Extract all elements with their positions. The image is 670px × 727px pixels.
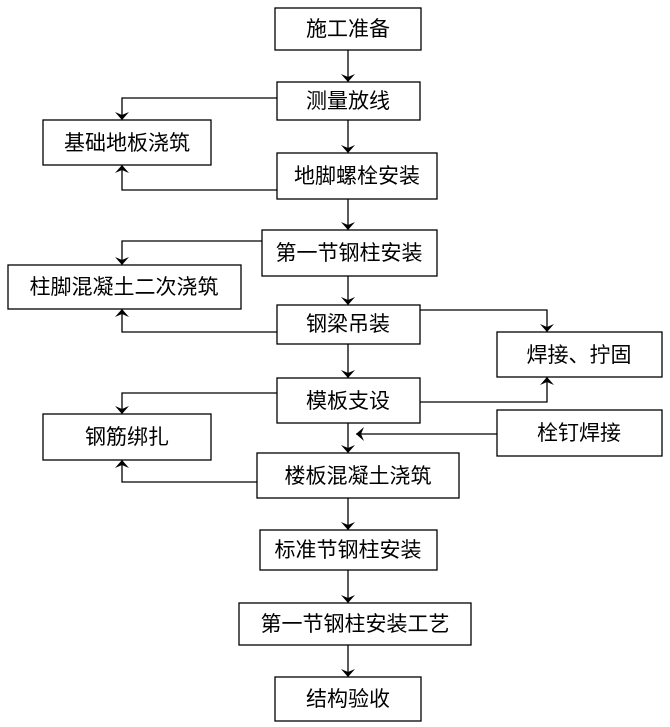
edge-col1-colconcrete xyxy=(115,240,262,265)
edge-formwork-rebar xyxy=(115,392,277,414)
node-prep: 施工准备 xyxy=(274,7,422,51)
node-rebar: 钢筋绑扎 xyxy=(42,413,212,461)
node-label: 焊接、拧固 xyxy=(527,343,632,367)
node-label: 钢梁吊装 xyxy=(306,312,390,336)
node-label: 施工准备 xyxy=(306,17,390,41)
node-label: 地脚螺栓安装 xyxy=(294,164,420,188)
edge-beam-weld xyxy=(420,309,554,332)
node-col1: 第一节钢柱安装 xyxy=(261,229,438,277)
node-anchor: 地脚螺栓安装 xyxy=(276,152,438,200)
node-label: 结构验收 xyxy=(306,687,390,711)
edge-beam-colconcrete xyxy=(115,309,277,333)
node-craft: 第一节钢柱安装工艺 xyxy=(238,602,472,646)
node-formwork: 模板支设 xyxy=(276,377,421,424)
node-accept: 结构验收 xyxy=(274,676,422,722)
node-label: 模板支设 xyxy=(306,389,390,413)
node-foundation: 基础地板浇筑 xyxy=(42,119,212,166)
edge-survey-foundation xyxy=(115,97,277,120)
node-std-col: 标准节钢柱安装 xyxy=(259,529,438,571)
node-label: 楼板混凝土浇筑 xyxy=(285,464,432,488)
node-label: 柱脚混凝土二次浇筑 xyxy=(30,275,219,299)
edge-slab-rebar xyxy=(115,460,257,483)
edge-anchor-foundation xyxy=(115,165,277,191)
node-label: 钢筋绑扎 xyxy=(85,425,169,449)
node-label: 标准节钢柱安装 xyxy=(275,538,422,562)
node-label: 栓钉焊接 xyxy=(537,421,621,445)
node-survey: 测量放线 xyxy=(276,81,421,121)
node-label: 测量放线 xyxy=(306,89,390,113)
node-label: 基础地板浇筑 xyxy=(64,131,190,155)
node-weld: 焊接、拧固 xyxy=(496,331,663,378)
node-slab: 楼板混凝土浇筑 xyxy=(256,452,460,499)
node-stud: 栓钉焊接 xyxy=(496,409,663,457)
node-beam: 钢梁吊装 xyxy=(276,304,421,345)
connectors xyxy=(115,50,554,677)
node-col-concrete: 柱脚混凝土二次浇筑 xyxy=(7,264,242,310)
node-label: 第一节钢柱安装工艺 xyxy=(261,612,450,636)
edge-formwork-weld xyxy=(420,377,554,403)
node-label: 第一节钢柱安装 xyxy=(276,241,423,265)
